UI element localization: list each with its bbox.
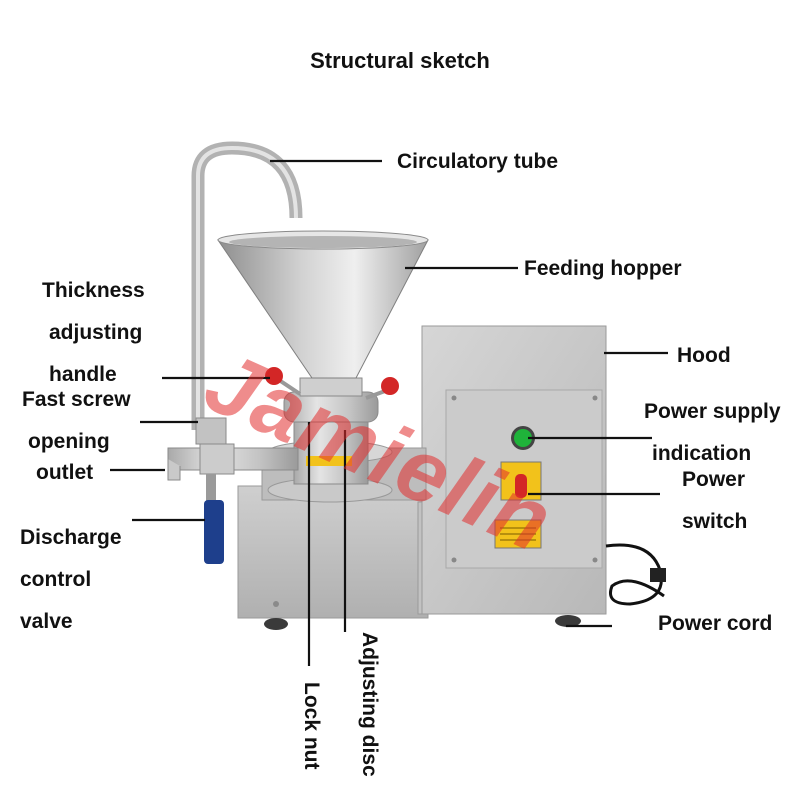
label-thickness-line2: adjusting [49, 321, 143, 344]
label-thickness-line3: handle [49, 363, 117, 386]
label-adjusting-disc: Adjusting disc [358, 632, 381, 777]
label-power-switch-line1: Power [682, 468, 746, 491]
label-discharge-line2: control [20, 568, 92, 591]
leader-lines [110, 159, 668, 666]
grinding-body [283, 377, 379, 485]
thickness-knobs [265, 367, 399, 400]
label-discharge-line1: Discharge [20, 526, 122, 549]
outlet-pipe [167, 443, 299, 564]
label-power-supply-line2: indication [652, 442, 752, 465]
label-fast-screw-line2: opening [28, 430, 110, 453]
label-fast-screw-line3: outlet [36, 461, 94, 484]
label-power-cord: Power cord [658, 612, 773, 635]
label-lock-nut: Lock nut [300, 682, 323, 770]
label-power-switch-line2: switch [682, 510, 748, 533]
circulatory-tube-shape [191, 141, 303, 445]
label-feeding-hopper: Feeding hopper [524, 257, 682, 280]
machine-feet [264, 615, 581, 630]
hopper-shape [217, 230, 429, 379]
label-power-supply-line1: Power supply [644, 400, 781, 423]
label-hood: Hood [677, 344, 731, 367]
diagram-title: Structural sketch [310, 48, 490, 73]
label-circulatory-tube: Circulatory tube [397, 150, 559, 173]
power-cord-shape [605, 543, 666, 606]
label-thickness-line1: Thickness [42, 279, 145, 302]
label-fast-screw-line1: Fast screw [22, 388, 131, 411]
label-discharge-line3: valve [20, 610, 73, 633]
